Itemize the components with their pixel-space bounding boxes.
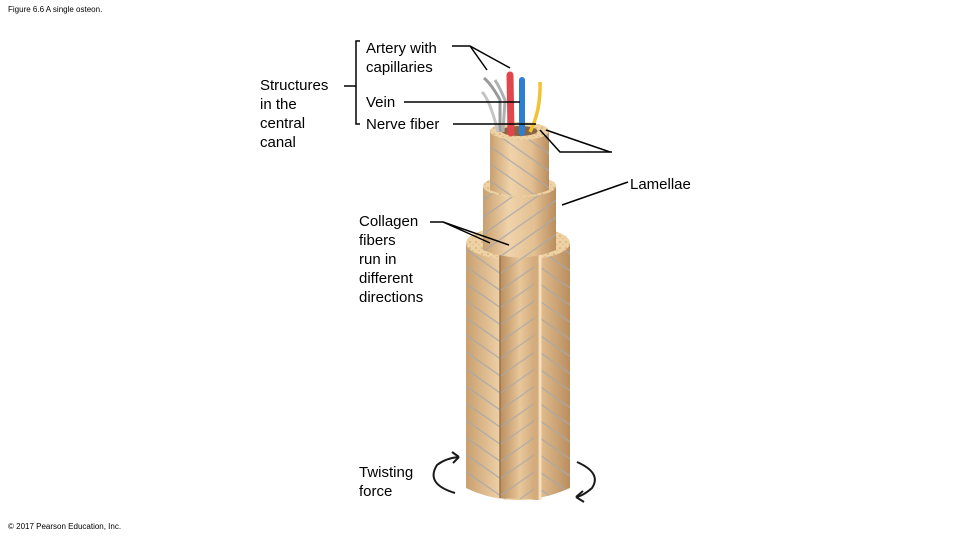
capillary-2	[482, 76, 502, 132]
capillary-1	[493, 79, 507, 133]
leader-lamellae-1	[539, 129, 612, 153]
label-lamellae: Lamellae	[630, 176, 691, 193]
capillary-3	[480, 90, 500, 133]
label-nerve-fiber: Nerve fiber	[366, 116, 440, 133]
figure-caption: Figure 6.6 A single osteon.	[8, 5, 103, 14]
label-twisting-force: Twisting force	[359, 464, 414, 500]
leader-lamellae-3	[561, 181, 629, 206]
twist-arrowhead-left	[451, 451, 460, 464]
label-vein: Vein	[366, 94, 396, 111]
copyright-notice: © 2017 Pearson Education, Inc.	[8, 522, 122, 531]
twist-arrow-right	[575, 461, 596, 498]
leader-lamellae-2	[545, 129, 611, 153]
leader-collagen-2	[442, 221, 510, 246]
bracket-structures	[355, 40, 360, 125]
twisting-arrows	[432, 451, 596, 503]
leader-lines	[344, 40, 629, 246]
leader-artery-2	[469, 45, 488, 71]
leader-artery-1	[452, 45, 511, 69]
label-artery: Artery with capillaries	[366, 40, 437, 76]
label-structures-central-canal: Structures in the central canal	[260, 77, 329, 151]
label-collagen-fibers: Collagen fibers run in different directi…	[359, 213, 424, 306]
twist-arrow-left	[432, 456, 460, 494]
outer-lamella	[466, 226, 570, 500]
nerve-fiber	[528, 81, 542, 133]
twist-arrowhead-right	[575, 490, 585, 503]
